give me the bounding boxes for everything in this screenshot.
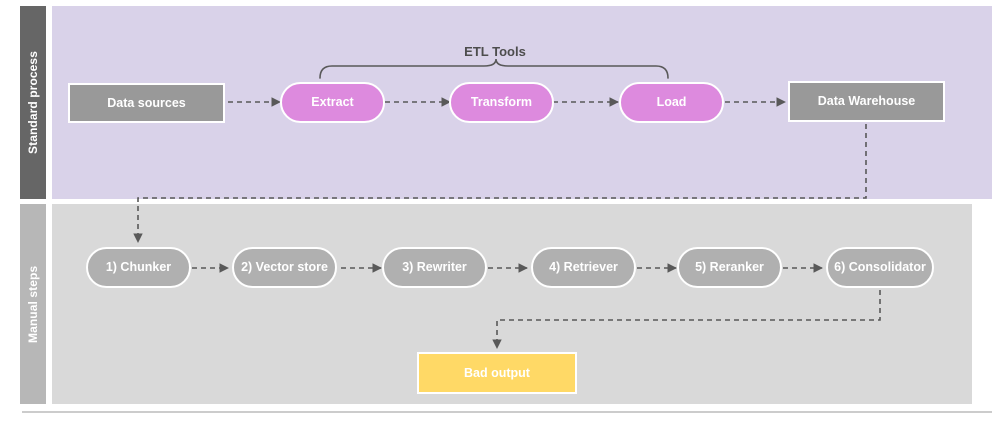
node-consolidator[interactable]: 6) Consolidator xyxy=(826,247,934,288)
node-extract[interactable]: Extract xyxy=(280,82,385,123)
node-load[interactable]: Load xyxy=(619,82,724,123)
node-bad-output[interactable]: Bad output xyxy=(417,352,577,394)
node-reranker[interactable]: 5) Reranker xyxy=(677,247,782,288)
etl-tools-label: ETL Tools xyxy=(464,44,526,59)
node-rewriter[interactable]: 3) Rewriter xyxy=(382,247,487,288)
lane-label-manual-steps: Manual steps xyxy=(20,204,46,404)
lane-label-standard-process: Standard process xyxy=(20,6,46,199)
node-chunker[interactable]: 1) Chunker xyxy=(86,247,191,288)
node-retriever[interactable]: 4) Retriever xyxy=(531,247,636,288)
node-data-warehouse[interactable]: Data Warehouse xyxy=(788,81,945,122)
bottom-divider xyxy=(22,411,992,413)
node-vector-store[interactable]: 2) Vector store xyxy=(232,247,337,288)
node-data-sources[interactable]: Data sources xyxy=(68,83,225,123)
node-transform[interactable]: Transform xyxy=(449,82,554,123)
